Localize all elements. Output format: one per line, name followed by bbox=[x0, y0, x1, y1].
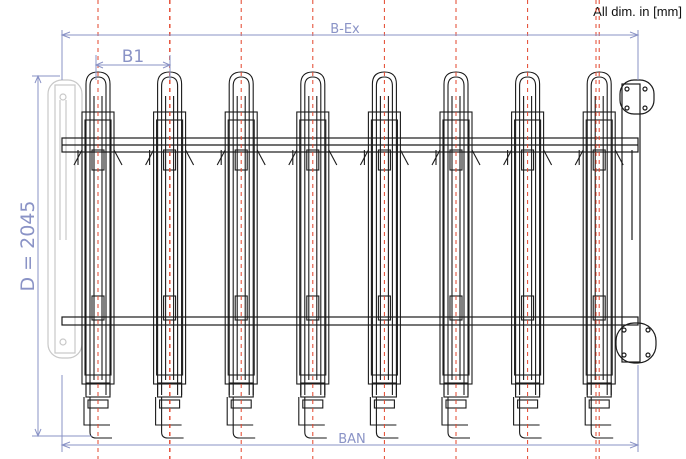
depth-dimension-label: D = 2045 bbox=[17, 201, 39, 292]
rack-module bbox=[431, 71, 481, 439]
rack-module bbox=[503, 71, 553, 439]
rack-module bbox=[288, 71, 338, 439]
width-dimension-label: B-Ex bbox=[330, 22, 360, 37]
units-note: All dim. in [mm] bbox=[593, 4, 682, 19]
left-ghost-post bbox=[47, 79, 83, 359]
pitch-dimension-label: B1 bbox=[122, 47, 144, 67]
rack-modules bbox=[73, 71, 624, 439]
rack-module bbox=[145, 71, 195, 439]
rack-module bbox=[73, 71, 123, 439]
rack-module bbox=[359, 71, 409, 439]
right-end-post bbox=[615, 79, 657, 364]
support-bars bbox=[61, 137, 639, 326]
rack-module bbox=[216, 71, 266, 439]
dimension-lines bbox=[32, 30, 640, 452]
base-dimension-label: BAN bbox=[338, 432, 366, 447]
rack-module bbox=[574, 71, 624, 439]
